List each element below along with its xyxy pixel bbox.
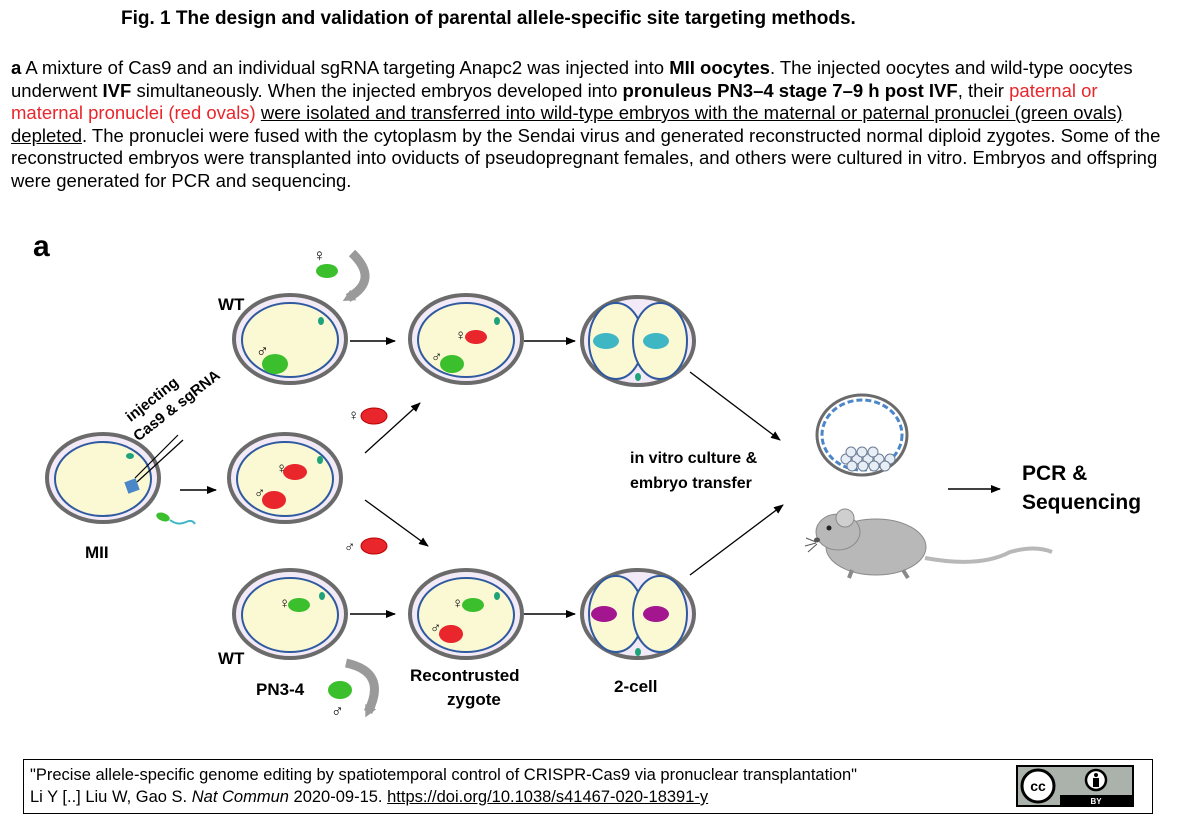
svg-text:♂: ♂ <box>431 349 442 366</box>
male-pronucleus-red <box>439 625 463 643</box>
panel-letter: a <box>33 230 50 263</box>
citation-journal: Nat Commun <box>191 788 289 806</box>
citation-doi-link[interactable]: https://doi.org/10.1038/s41467-020-18391… <box>387 788 709 806</box>
flow-arrow <box>689 504 784 576</box>
flow-arrow <box>364 402 421 454</box>
legend-bold-term: pronuleus PN3–4 stage 7–9 h post IVF <box>622 79 958 101</box>
legend-text: simultaneously. When the injected embryo… <box>131 79 623 101</box>
flow-arrow <box>364 499 429 547</box>
svg-text:♂: ♂ <box>344 539 355 556</box>
legend-bold-term: IVF <box>102 79 132 101</box>
svg-text:♀: ♀ <box>452 595 463 612</box>
in-vitro-label-2: embryo transfer <box>630 475 752 492</box>
wt-bottom-label: WT <box>218 649 245 668</box>
cas9-sgrna-mixture <box>124 478 140 494</box>
blastocyst <box>815 393 909 477</box>
removed-male-pronucleus: ♂ <box>328 658 379 721</box>
male-symbol: ♂ <box>256 342 269 361</box>
reconstructed-label-2: zygote <box>447 690 501 709</box>
isolated-female-pronucleus: ♀ <box>348 407 388 425</box>
male-pronucleus-red <box>262 491 286 509</box>
wt-zygote-bottom: ♀ <box>232 568 348 660</box>
svg-text:♂: ♂ <box>254 485 265 502</box>
cc-text: cc <box>1030 778 1046 794</box>
legend-text: A mixture of Cas9 and an individual sgRN… <box>21 57 670 78</box>
figure-legend: a A mixture of Cas9 and an individual sg… <box>11 57 1171 192</box>
female-pronucleus-green <box>288 598 310 612</box>
citation-source: Li Y [..] Liu W, Gao S. Nat Commun 2020-… <box>30 786 1146 808</box>
injecting-label: injecting Cas9 & sgRNA <box>123 367 224 445</box>
pcr-label-1: PCR & <box>1022 462 1087 485</box>
male-pronucleus-green <box>440 355 464 373</box>
mii-oocyte <box>45 432 161 524</box>
svg-text:♂: ♂ <box>430 620 441 637</box>
flow-arrow <box>689 371 781 441</box>
legend-red-text: paternal or maternal pronuclei (red oval… <box>11 79 1098 124</box>
workflow-diagram: a MII injecting Cas9 & sgRNA WT ♂ ♀ ♀ <box>33 230 1141 721</box>
citation-box: "Precise allele-specific genome editing … <box>23 759 1153 814</box>
legend-text: . The pronuclei were fused with the cyto… <box>11 124 1161 191</box>
isolated-male-pronucleus: ♂ <box>344 537 388 556</box>
legend-text: . The injected oocytes and wild-type ooc… <box>11 57 1133 101</box>
legend-underlined-text: were isolated and transferred into wild-… <box>11 102 1123 146</box>
citation-title: "Precise allele-specific genome editing … <box>30 766 858 784</box>
reconstructed-label-1: Recontrusted <box>410 666 520 685</box>
pcr-label-2: Sequencing <box>1022 491 1141 514</box>
pn34-label: PN3-4 <box>256 680 305 699</box>
svg-text:♂: ♂ <box>331 702 344 721</box>
svg-text:♀: ♀ <box>455 327 466 344</box>
female-pronucleus-red <box>283 464 307 480</box>
citation-date: 2020-09-15. <box>288 788 388 806</box>
sperm <box>156 512 196 525</box>
by-text: BY <box>1090 797 1102 806</box>
legend-text: , their <box>957 79 1010 101</box>
mouse-offspring <box>804 508 1053 580</box>
two-cell-label: 2-cell <box>614 677 657 696</box>
injection-pipette <box>134 434 184 483</box>
svg-text:♀: ♀ <box>313 246 326 265</box>
removed-female-pronucleus: ♀ <box>313 246 370 302</box>
svg-text:♀: ♀ <box>276 460 287 477</box>
legend-bold-term: MII oocytes <box>669 57 770 78</box>
female-pronucleus-red <box>465 330 487 344</box>
female-pronucleus-green <box>462 598 484 612</box>
citation-authors: Li Y [..] Liu W, Gao S. <box>30 788 192 806</box>
svg-text:♀: ♀ <box>279 595 290 612</box>
two-cell-embryo-top <box>580 295 696 387</box>
wt-top-label: WT <box>218 295 245 314</box>
reconstructed-zygote-bottom: ♀ ♂ <box>408 568 524 660</box>
svg-text:♀: ♀ <box>348 407 359 424</box>
wt-zygote-top: ♂ <box>232 293 348 385</box>
reconstructed-zygote-top: ♀ ♂ <box>408 293 524 385</box>
figure-title: Fig. 1 The design and validation of pare… <box>121 8 856 29</box>
two-cell-embryo-bottom <box>580 568 696 660</box>
legend-panel-letter: a <box>11 57 22 78</box>
male-pronucleus-green <box>262 354 288 374</box>
in-vitro-label-1: in vitro culture & <box>630 450 758 467</box>
cc-by-license-icon: cc BY <box>1016 765 1134 807</box>
injected-zygote: ♀ ♂ <box>227 432 343 524</box>
mii-label: MII <box>85 543 109 562</box>
